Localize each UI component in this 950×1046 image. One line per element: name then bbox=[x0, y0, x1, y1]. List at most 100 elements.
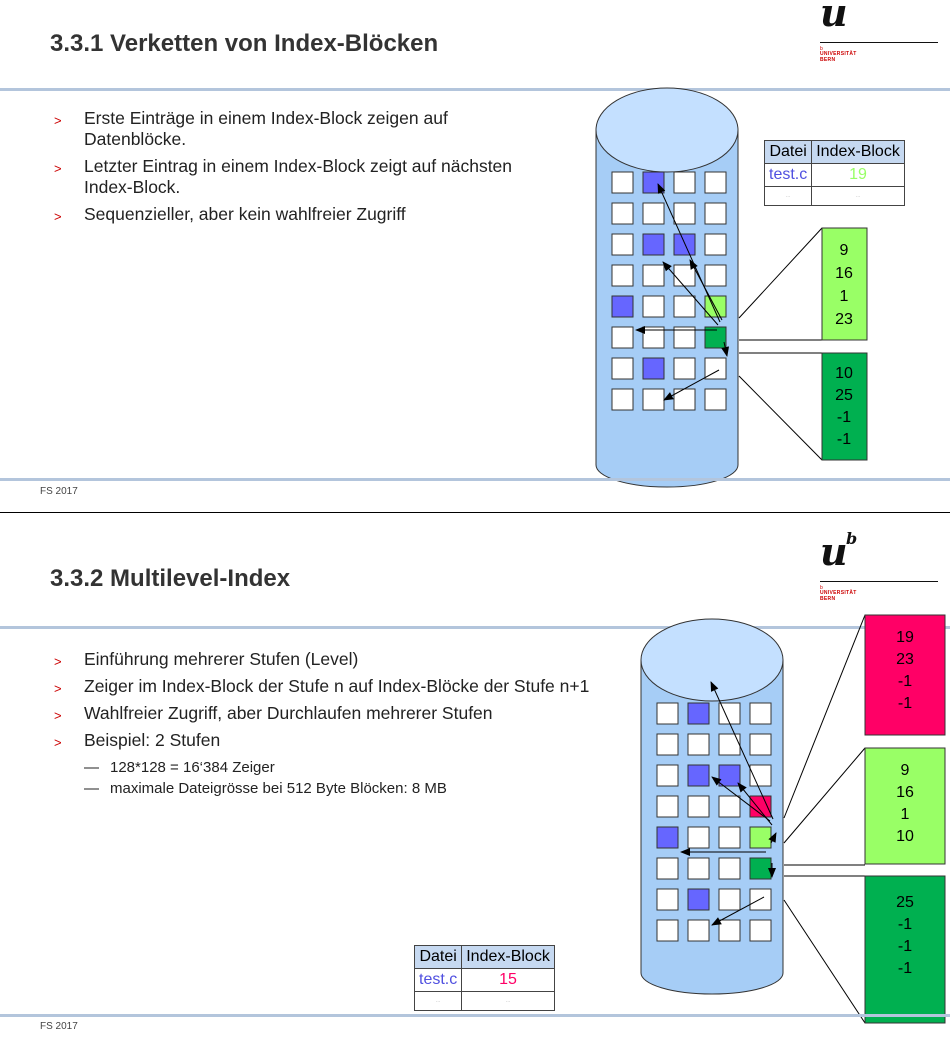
used-block bbox=[687, 764, 710, 787]
free-block bbox=[718, 888, 741, 911]
slide-1: 3.3.1 Verketten von Index-Blöcken u b UN… bbox=[0, 0, 950, 512]
connector-line bbox=[738, 375, 823, 461]
logo-small-b: b bbox=[820, 585, 823, 591]
index-block-panel bbox=[864, 614, 946, 736]
cylinder-top bbox=[640, 618, 784, 702]
table-header-index-block: Index-Block bbox=[461, 945, 555, 969]
index-block-panel bbox=[821, 352, 868, 461]
table-cell-index: 19 bbox=[811, 163, 905, 187]
header-rule bbox=[0, 88, 950, 91]
cylinder-top bbox=[595, 87, 739, 173]
logo-letter: u bbox=[820, 0, 848, 35]
bullet-item: Zeiger im Index-Block der Stufe n auf In… bbox=[50, 676, 620, 699]
free-block bbox=[673, 171, 696, 194]
logo-line bbox=[820, 42, 938, 43]
free-block bbox=[687, 857, 710, 880]
index-entry: 10 bbox=[835, 365, 853, 382]
connector-line bbox=[783, 614, 866, 819]
table-header-file: Datei bbox=[763, 140, 813, 164]
connector-line bbox=[783, 899, 866, 1024]
used-block bbox=[749, 795, 772, 818]
free-block bbox=[704, 388, 727, 411]
table-cell-filename: test.c bbox=[763, 163, 813, 187]
free-block bbox=[611, 264, 634, 287]
sub-bullet-list: 128*128 = 16‘384 Zeiger maximale Dateigr… bbox=[84, 757, 620, 799]
free-block bbox=[704, 264, 727, 287]
free-block bbox=[704, 202, 727, 225]
table-cell-ellipsis: ... bbox=[763, 186, 813, 206]
used-block bbox=[687, 702, 710, 725]
slide-title: 3.3.1 Verketten von Index-Blöcken bbox=[50, 30, 439, 57]
free-block bbox=[718, 826, 741, 849]
free-block bbox=[749, 702, 772, 725]
free-block bbox=[642, 264, 665, 287]
free-block bbox=[611, 171, 634, 194]
bullet-item: Einführung mehrerer Stufen (Level) bbox=[50, 649, 620, 672]
index-entry: 23 bbox=[896, 651, 914, 668]
used-block bbox=[749, 857, 772, 880]
bullet-item: Letzter Eintrag in einem Index-Block zei… bbox=[50, 156, 550, 198]
free-block bbox=[718, 857, 741, 880]
bullet-item: Erste Einträge in einem Index-Block zeig… bbox=[50, 108, 550, 150]
free-block bbox=[718, 733, 741, 756]
index-entry: 1 bbox=[901, 806, 910, 823]
free-block bbox=[704, 171, 727, 194]
logo-text-line1: UNIVERSITÄT bbox=[820, 51, 857, 57]
free-block bbox=[687, 795, 710, 818]
index-entry: 1 bbox=[840, 288, 849, 305]
sub-bullet-item: maximale Dateigrösse bei 512 Byte Blöcke… bbox=[84, 778, 620, 799]
free-block bbox=[642, 202, 665, 225]
table-cell-index: 15 bbox=[461, 968, 555, 992]
used-block bbox=[718, 764, 741, 787]
pointer-arrow bbox=[689, 259, 723, 321]
used-block bbox=[704, 326, 727, 349]
logo-text-line2: BERN bbox=[820, 57, 836, 63]
file-table: Datei Index-Block test.c 15 ... ... bbox=[413, 945, 555, 1011]
free-block bbox=[673, 264, 696, 287]
index-entry: -1 bbox=[898, 673, 912, 690]
bullet-list: Einführung mehrerer Stufen (Level) Zeige… bbox=[50, 649, 620, 805]
index-block-panel bbox=[821, 227, 868, 341]
free-block bbox=[718, 795, 741, 818]
footer-rule bbox=[0, 478, 950, 481]
free-block bbox=[718, 919, 741, 942]
free-block bbox=[673, 357, 696, 380]
index-entry: -1 bbox=[837, 409, 851, 426]
pointer-arrow bbox=[663, 369, 720, 401]
free-block bbox=[656, 764, 679, 787]
free-block bbox=[642, 295, 665, 318]
block-grid bbox=[656, 702, 772, 942]
index-entry: 16 bbox=[896, 784, 914, 801]
footer-label: FS 2017 bbox=[40, 486, 78, 497]
free-block bbox=[704, 357, 727, 380]
pointer-arrow bbox=[711, 896, 765, 926]
pointer-arrow bbox=[737, 782, 773, 826]
logo-letter-u: u bbox=[820, 529, 848, 574]
index-entry: 9 bbox=[901, 762, 910, 779]
free-block bbox=[611, 202, 634, 225]
free-block bbox=[642, 326, 665, 349]
slide-divider bbox=[0, 512, 950, 513]
pointer-arrow bbox=[768, 832, 777, 844]
multilevel-index-diagram: 19 23 -1 -1 9 16 1 10 25 -1 -1 -1 bbox=[640, 614, 946, 1024]
index-entry: -1 bbox=[898, 938, 912, 955]
free-block bbox=[687, 826, 710, 849]
used-block bbox=[749, 826, 772, 849]
free-block bbox=[656, 733, 679, 756]
free-block bbox=[611, 233, 634, 256]
used-block bbox=[687, 888, 710, 911]
logo-small-b: b bbox=[820, 46, 823, 52]
sub-bullet-item: 128*128 = 16‘384 Zeiger bbox=[84, 757, 620, 778]
free-block bbox=[673, 388, 696, 411]
index-entry: 25 bbox=[896, 894, 914, 911]
free-block bbox=[673, 295, 696, 318]
free-block bbox=[656, 857, 679, 880]
table-cell-filename: test.c bbox=[413, 968, 463, 992]
used-block bbox=[642, 357, 665, 380]
used-block bbox=[673, 233, 696, 256]
logo-text: UNIVERSITÄT BERN bbox=[820, 590, 857, 602]
index-entry: 10 bbox=[896, 828, 914, 845]
